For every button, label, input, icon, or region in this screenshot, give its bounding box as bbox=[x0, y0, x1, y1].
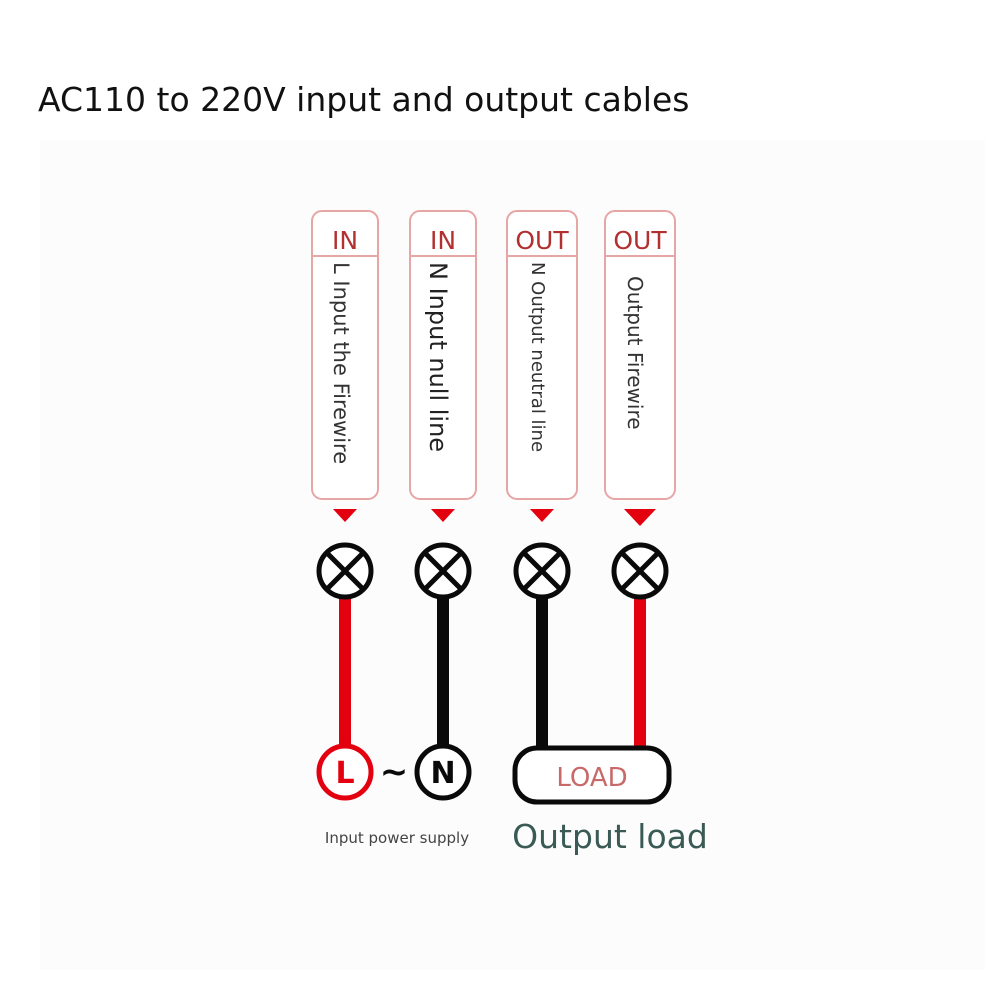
terminal-card-4-tag: OUT bbox=[613, 226, 667, 255]
neutral-symbol-letter: N bbox=[430, 756, 455, 791]
terminal-card-3: OUT N Output neutral line bbox=[506, 210, 578, 522]
wire-l-input bbox=[339, 598, 351, 746]
load-label: LOAD bbox=[556, 763, 627, 793]
wire-l-output bbox=[634, 598, 646, 750]
terminal-card-4-arrow bbox=[624, 509, 656, 526]
terminal-card-1-box bbox=[311, 210, 379, 500]
terminal-card-4-box bbox=[604, 210, 676, 500]
live-symbol-letter: L bbox=[335, 756, 354, 791]
screw-terminal-icon-4 bbox=[611, 542, 669, 600]
neutral-symbol: N bbox=[414, 743, 472, 801]
terminal-card-3-tag: OUT bbox=[515, 226, 569, 255]
screw-terminal-icon-3 bbox=[513, 542, 571, 600]
terminal-card-2: IN N Input null line bbox=[409, 210, 477, 522]
terminal-card-1: IN L Input the Firewire bbox=[311, 210, 379, 522]
terminal-card-1-label: L Input the Firewire bbox=[329, 262, 353, 464]
page-title: AC110 to 220V input and output cables bbox=[38, 80, 690, 119]
input-power-caption: Input power supply bbox=[325, 829, 469, 847]
terminal-card-2-arrow bbox=[431, 509, 455, 522]
output-load-caption: Output load bbox=[512, 817, 708, 856]
wire-n-input bbox=[437, 598, 449, 746]
live-symbol: L bbox=[316, 743, 374, 801]
terminal-card-3-box bbox=[506, 210, 578, 500]
terminal-card-1-tag: IN bbox=[332, 226, 358, 255]
terminal-card-1-arrow bbox=[333, 509, 357, 522]
terminal-card-2-tag: IN bbox=[430, 226, 456, 255]
terminal-card-3-arrow bbox=[530, 509, 554, 522]
screw-terminal-icon-1 bbox=[316, 542, 374, 600]
terminal-card-2-box bbox=[409, 210, 477, 500]
terminal-card-4: OUT Output Firewire bbox=[604, 210, 676, 526]
wire-n-output bbox=[536, 598, 548, 750]
terminal-card-4-label: Output Firewire bbox=[623, 276, 647, 430]
terminal-card-3-label: N Output neutral line bbox=[527, 262, 548, 452]
tilde-symbol: ~ bbox=[380, 752, 409, 792]
screw-terminal-icon-2 bbox=[414, 542, 472, 600]
terminal-card-2-label: N Input null line bbox=[424, 262, 452, 452]
load-box bbox=[512, 745, 672, 805]
